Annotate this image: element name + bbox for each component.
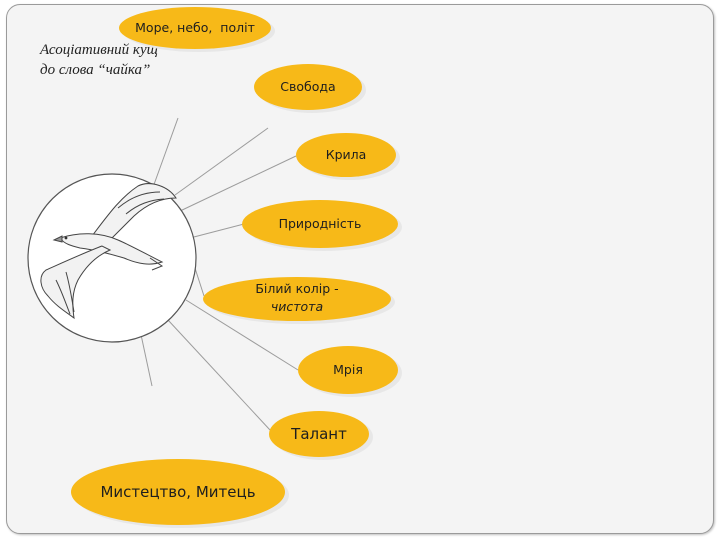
bubble-more-nebo-polit: Море, небо, політ (119, 7, 275, 52)
seagull-icon (40, 183, 177, 320)
connector-line (185, 299, 299, 371)
connector-line (139, 329, 153, 387)
bubble-svoboda: Свобода (254, 64, 366, 113)
connector-line (177, 155, 297, 213)
bubble-label: Свобода (280, 79, 335, 94)
connector-lines (139, 117, 299, 431)
bubble-label: Білий колір - (255, 281, 338, 296)
bubble-mriia: Мрія (298, 346, 402, 397)
bubble-pryrodnist: Природність (242, 200, 402, 251)
bubble-label: Море, небо, політ (135, 20, 255, 35)
connector-line (189, 223, 245, 239)
bubble-kryla: Крила (296, 133, 400, 180)
slide-caption: Асоціативний кущ до слова “чайка” (40, 40, 158, 80)
bubble-sublabel: чистота (271, 299, 323, 314)
caption-line-2: до слова “чайка” (40, 62, 151, 78)
bubble-label: Мистецтво, Митець (100, 483, 255, 501)
bubble-label: Крила (326, 147, 367, 162)
connector-line (151, 117, 179, 191)
bubble-label: Мрія (333, 362, 363, 377)
connector-line (167, 319, 271, 431)
center-circle (27, 173, 197, 343)
caption-line-1: Асоціативний кущ (40, 42, 158, 58)
bubble-mystetstvo-mytets: Мистецтво, Митець (71, 459, 289, 528)
bubble-bilyi-kolir: Білий колір - чистота (203, 277, 395, 324)
bubble-label: Талант (290, 425, 347, 443)
connector-line (174, 127, 269, 196)
center-image (27, 173, 197, 343)
bubble-talant: Талант (269, 411, 373, 460)
bubble-label: Природність (279, 216, 362, 231)
